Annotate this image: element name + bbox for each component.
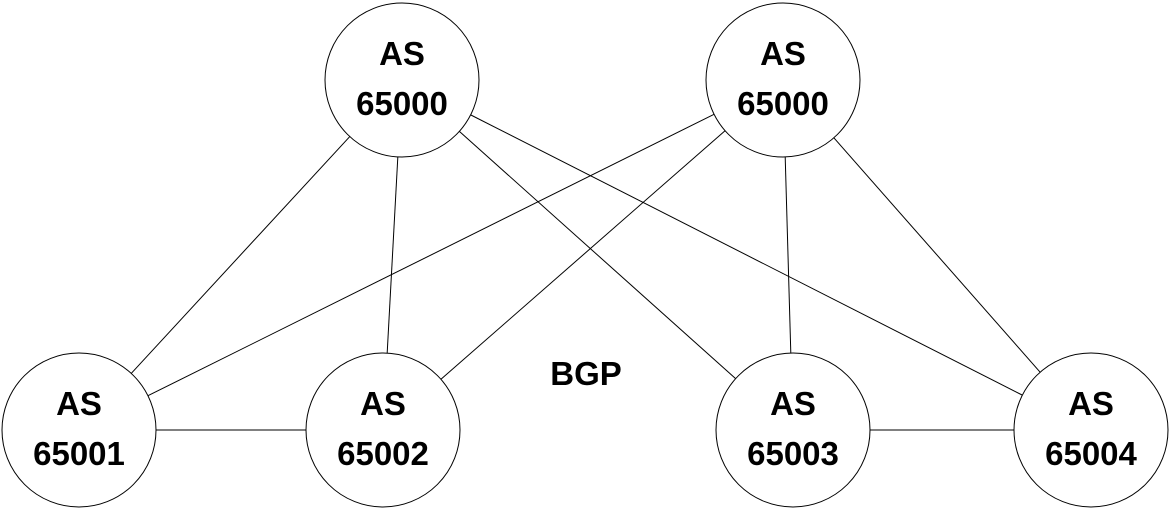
as-node-4: AS 65003 — [715, 352, 871, 508]
edge-n1-n4 — [784, 156, 792, 354]
as-node-label-number: 65002 — [337, 435, 429, 472]
edge-n0-n3 — [386, 156, 399, 354]
as-node-circle — [715, 352, 871, 508]
as-node-label-prefix: AS — [760, 35, 806, 72]
as-node-label-number: 65000 — [737, 85, 829, 122]
as-node-label-number: 65003 — [747, 435, 839, 472]
as-node-label-prefix: AS — [56, 385, 102, 422]
as-node-5: AS 65004 — [1013, 352, 1169, 508]
edge-n1-n5 — [833, 137, 1041, 373]
as-node-label-prefix: AS — [379, 35, 425, 72]
as-node-label-prefix: AS — [770, 385, 816, 422]
edge-n0-n5 — [470, 114, 1023, 396]
as-node-2: AS 65001 — [1, 352, 157, 508]
as-node-circle — [324, 2, 480, 158]
edge-n1-n3 — [440, 130, 726, 380]
as-node-circle — [1, 352, 157, 508]
edge-n0-n4 — [459, 130, 736, 380]
as-node-label-prefix: AS — [360, 385, 406, 422]
as-node-3: AS 65002 — [305, 352, 461, 508]
as-node-label-number: 65001 — [33, 435, 125, 472]
as-node-label-number: 65000 — [356, 85, 448, 122]
as-node-circle — [1013, 352, 1169, 508]
as-node-circle — [705, 2, 861, 158]
as-node-1: AS 65000 — [705, 2, 861, 158]
as-node-0: AS 65000 — [324, 2, 480, 158]
bgp-label: BGP — [550, 355, 622, 392]
as-node-label-prefix: AS — [1068, 385, 1114, 422]
edges-group — [130, 113, 1041, 431]
edge-n0-n2 — [130, 136, 351, 374]
edge-n1-n2 — [147, 113, 715, 397]
as-node-circle — [305, 352, 461, 508]
as-node-label-number: 65004 — [1045, 435, 1137, 472]
